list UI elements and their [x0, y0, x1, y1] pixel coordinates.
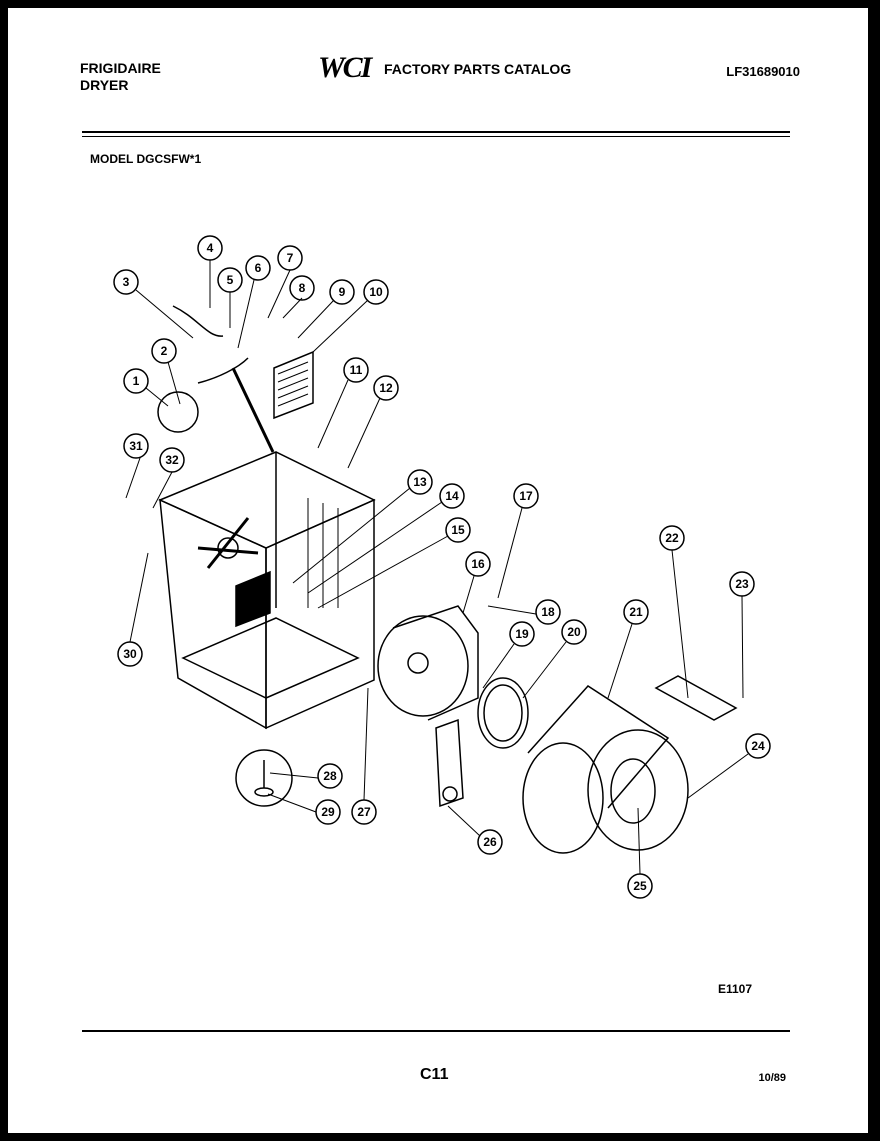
callout-23: 23 — [735, 577, 749, 591]
cabinet-panel — [235, 570, 271, 628]
leader-lines — [125, 260, 749, 875]
catalog-title: FACTORY PARTS CATALOG — [384, 61, 572, 77]
cord-strap — [197, 357, 249, 384]
callout-19: 19 — [515, 627, 529, 641]
vent-grille — [273, 350, 314, 420]
callout-26: 26 — [483, 835, 497, 849]
brand-name: FRIGIDAIRE — [80, 60, 161, 76]
callout-15: 15 — [451, 523, 465, 537]
detail-circle-legs — [235, 749, 293, 807]
product-name: DRYER — [80, 77, 129, 93]
callout-8: 8 — [299, 281, 306, 295]
drum-rear — [522, 742, 604, 854]
drum-front — [587, 729, 689, 851]
drum-seal — [477, 677, 529, 749]
callout-6: 6 — [255, 261, 262, 275]
callout-1: 1 — [133, 374, 140, 388]
cabinet-base — [181, 617, 360, 699]
revision-date: 10/89 — [758, 1072, 786, 1084]
page-number: C11 — [420, 1066, 449, 1083]
model-label: MODEL DGCSFW*1 — [90, 152, 202, 166]
callout-18: 18 — [541, 605, 555, 619]
exploded-diagram: 1 2 3 4 5 6 7 8 9 10 11 12 13 14 15 16 1… — [113, 235, 771, 899]
wci-logo: WCI — [318, 51, 372, 84]
exhaust-duct — [435, 718, 464, 808]
drum-opening — [610, 758, 656, 824]
front-bulkhead — [377, 615, 469, 717]
power-cord — [172, 305, 224, 337]
callout-32: 32 — [165, 453, 179, 467]
header-rule-thin — [82, 136, 790, 137]
callout-2: 2 — [161, 344, 168, 358]
callout-24: 24 — [751, 739, 765, 753]
callout-30: 30 — [123, 647, 137, 661]
callout-29: 29 — [321, 805, 335, 819]
callout-27: 27 — [357, 805, 371, 819]
header-rule — [82, 131, 790, 133]
callout-numbers: 1 2 3 4 5 6 7 8 9 10 11 12 13 14 15 16 1… — [123, 241, 765, 893]
callout-16: 16 — [471, 557, 485, 571]
callout-21: 21 — [629, 605, 643, 619]
callout-17: 17 — [519, 489, 533, 503]
drum-baffle — [654, 675, 738, 721]
callout-4: 4 — [207, 241, 214, 255]
callout-31: 31 — [129, 439, 143, 453]
brand-block: FRIGIDAIRE DRYER — [80, 60, 161, 94]
callout-14: 14 — [445, 489, 459, 503]
cabinet-front — [265, 498, 375, 730]
callout-22: 22 — [665, 531, 679, 545]
callout-9: 9 — [339, 285, 346, 299]
catalog-number: LF31689010 — [726, 64, 800, 79]
callout-20: 20 — [567, 625, 581, 639]
callout-3: 3 — [123, 275, 130, 289]
callout-25: 25 — [633, 879, 647, 893]
detail-circle-1 — [157, 391, 199, 433]
callout-7: 7 — [287, 251, 294, 265]
callout-12: 12 — [379, 381, 393, 395]
callout-markers — [113, 235, 771, 899]
diagram-code: E1107 — [717, 982, 752, 996]
drum-outline — [527, 685, 670, 809]
cabinet-top-opening — [158, 451, 376, 549]
callout-10: 10 — [369, 285, 383, 299]
footer-rule — [82, 1030, 790, 1032]
callout-5: 5 — [227, 273, 234, 287]
callout-28: 28 — [323, 769, 337, 783]
callout-11: 11 — [350, 363, 363, 377]
callout-13: 13 — [413, 475, 427, 489]
catalog-page: FRIGIDAIRE DRYER WCI FACTORY PARTS CATAL… — [8, 8, 868, 1133]
